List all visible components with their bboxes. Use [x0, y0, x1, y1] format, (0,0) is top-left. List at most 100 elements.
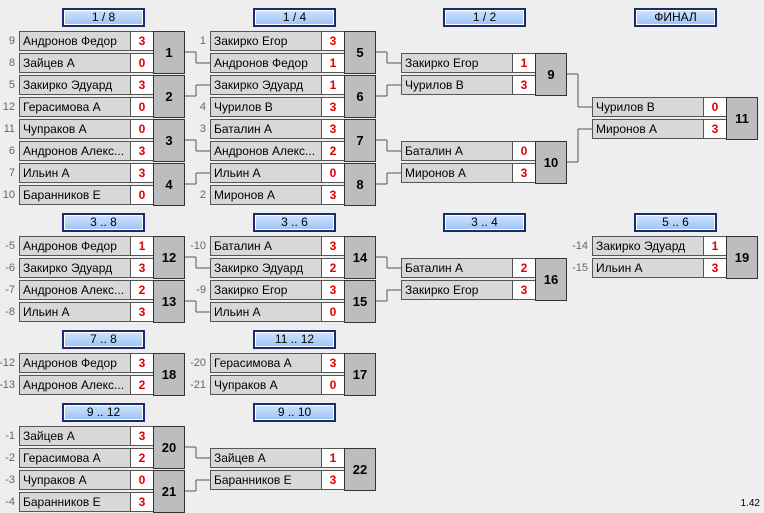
- round-header-r56[interactable]: 5 .. 6: [634, 213, 717, 232]
- round-header-r912[interactable]: 9 .. 12: [62, 403, 145, 422]
- player-name[interactable]: Баталин А: [210, 236, 322, 256]
- player-name[interactable]: Баранников Е: [19, 185, 131, 205]
- player-name[interactable]: Баталин А: [401, 141, 513, 161]
- player-name[interactable]: Закирко Эдуард: [210, 75, 322, 95]
- player-name[interactable]: Андронов Федор: [19, 236, 131, 256]
- player-name[interactable]: Закирко Эдуард: [210, 258, 322, 278]
- player-name[interactable]: Андронов Алекс...: [19, 375, 131, 395]
- round-header-r38[interactable]: 3 .. 8: [62, 213, 145, 232]
- player-name[interactable]: Герасимова А: [210, 353, 322, 373]
- player-name[interactable]: Миронов А: [592, 119, 704, 139]
- player-name[interactable]: Чупраков А: [210, 375, 322, 395]
- player-row[interactable]: Андронов Алекс...2: [19, 375, 154, 395]
- player-name[interactable]: Чурилов В: [210, 97, 322, 117]
- player-name[interactable]: Ильин А: [210, 302, 322, 322]
- round-header-r18[interactable]: 1 / 8: [62, 8, 145, 27]
- player-name[interactable]: Баталин А: [210, 119, 322, 139]
- player-name[interactable]: Андронов Федор: [210, 53, 322, 73]
- player-name[interactable]: Закирко Егор: [210, 280, 322, 300]
- round-header-r1112[interactable]: 11 .. 12: [253, 330, 336, 349]
- round-header-r910[interactable]: 9 .. 10: [253, 403, 336, 422]
- player-name[interactable]: Герасимова А: [19, 448, 131, 468]
- player-name[interactable]: Андронов Федор: [19, 353, 131, 373]
- player-name[interactable]: Миронов А: [401, 163, 513, 183]
- player-name[interactable]: Андронов Алекс...: [19, 141, 131, 161]
- player-name[interactable]: Андронов Федор: [19, 31, 131, 51]
- round-header-r36[interactable]: 3 .. 6: [253, 213, 336, 232]
- player-row[interactable]: Андронов Алекс...2: [210, 141, 345, 161]
- player-name[interactable]: Зайцев А: [210, 448, 322, 468]
- player-name[interactable]: Зайцев А: [19, 53, 131, 73]
- player-name[interactable]: Чурилов В: [592, 97, 704, 117]
- player-name[interactable]: Чупраков А: [19, 119, 131, 139]
- player-name[interactable]: Баранников Е: [210, 470, 322, 490]
- player-name[interactable]: Закирко Егор: [401, 53, 513, 73]
- player-name[interactable]: Ильин А: [19, 163, 131, 183]
- player-name[interactable]: Ильин А: [19, 302, 131, 322]
- player-name[interactable]: Андронов Алекс...: [210, 141, 322, 161]
- player-name[interactable]: Закирко Эдуард: [592, 236, 704, 256]
- player-name[interactable]: Чурилов В: [401, 75, 513, 95]
- round-header-r34[interactable]: 3 .. 4: [443, 213, 526, 232]
- player-name[interactable]: Ильин А: [592, 258, 704, 278]
- player-name[interactable]: Баталин А: [401, 258, 513, 278]
- player-name[interactable]: Миронов А: [210, 185, 322, 205]
- round-header-r78[interactable]: 7 .. 8: [62, 330, 145, 349]
- player-name[interactable]: Зайцев А: [19, 426, 131, 446]
- player-name[interactable]: Чупраков А: [19, 470, 131, 490]
- player-name[interactable]: Закирко Эдуард: [19, 75, 131, 95]
- player-name[interactable]: Ильин А: [210, 163, 322, 183]
